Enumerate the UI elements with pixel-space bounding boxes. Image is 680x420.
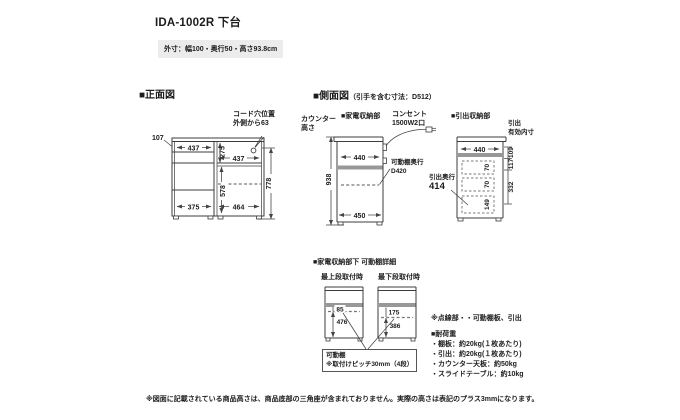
drawer-section-label: ■引出収納部 <box>451 113 491 120</box>
drawer-inner-dims-line2: 有効内寸 <box>508 128 534 136</box>
page-title: IDA-1002R 下台 <box>155 17 242 29</box>
front-dim-275: 275 <box>220 146 227 158</box>
shelf-top-below-476: 476 <box>337 319 348 326</box>
drawer-inner-dims-label: 引出 有効内寸 <box>508 120 534 137</box>
side-dim-938: 938 <box>326 174 333 186</box>
front-dim-375: 375 <box>188 204 200 211</box>
shelf-depth-label: 可動棚奥行 D420 <box>391 159 424 176</box>
outer-dimensions-badge: 外寸：幅100・奥行50・高さ93.8cm <box>158 40 284 58</box>
front-dim-464: 464 <box>233 204 245 211</box>
shelf-depth-line2: D420 <box>391 167 407 175</box>
outlet-socket-icon <box>382 143 387 151</box>
side-dim-450: 450 <box>354 213 366 220</box>
drawer-depth-label: 引出奥行 414 <box>429 174 455 191</box>
front-dim-107: 107 <box>152 135 164 142</box>
drawer-inner-149: 149 <box>484 199 491 210</box>
side-view-drawer-drawing: 440 70 70 149 109 117 332 <box>450 136 515 222</box>
front-dim-578: 578 <box>220 185 227 197</box>
notes-block: ※点線部・・可動棚板、引出 ■耐荷重 ・棚板：約20kg(１枚あたり) ・引出：… <box>431 314 524 380</box>
front-view-label: ■正面図 <box>139 90 176 101</box>
drawer-depth-line1: 引出奥行 <box>429 174 455 181</box>
outlet-label-line1: コンセント <box>392 111 427 118</box>
cord-hole-icon <box>250 147 257 154</box>
load-item-drawer: ・引出：約20kg(１枚あたり) <box>431 351 522 358</box>
dotted-line-note: ※点線部・・可動棚板、引出 <box>431 315 522 322</box>
plug-icon <box>420 126 436 133</box>
drawer-inner-dims-line1: 引出 <box>508 120 521 127</box>
load-item-shelf: ・棚板：約20kg(１枚あたり) <box>431 341 522 348</box>
front-dim-437-right: 437 <box>233 156 245 163</box>
counter-height-line2: 高さ <box>301 125 315 132</box>
appliance-section-label: ■家電収納部 <box>341 113 381 120</box>
side-dim-440-left: 440 <box>354 155 366 162</box>
drawer-depth-value: 414 <box>429 180 445 192</box>
front-view-drawing: 107 437 275 437 578 375 464 778 <box>152 135 275 220</box>
outlet-label-line2: 1500W2口 <box>392 120 426 127</box>
outlet-label: コンセント 1500W2口 <box>392 110 427 128</box>
bottom-disclaimer: ※図面に記載されている商品高さは、商品底部の三角座が含まれておりません。実際の高… <box>146 396 539 403</box>
shelf-pitch-line2: ※取付けピッチ30mm（4段） <box>326 360 414 368</box>
cord-hole-label-line2: 外側から63 <box>233 120 269 127</box>
drawer-face-109: 109 <box>508 147 515 158</box>
side-view-appliance-drawing: 440 450 938 <box>326 126 436 226</box>
shelf-pitch-line1: 可動棚 <box>326 352 346 359</box>
front-dim-778: 778 <box>266 178 273 190</box>
shelf-bottom-below-386: 386 <box>390 323 401 330</box>
shelf-bottom-above-175: 175 <box>389 309 400 316</box>
load-capacity-title: ■耐荷重 <box>431 331 457 338</box>
shelf-top-above-85: 85 <box>336 306 344 313</box>
shelf-depth-line1: 可動棚奥行 <box>391 159 424 166</box>
counter-height-label: カウンター 高さ <box>301 115 336 133</box>
drawer-inner-70b: 70 <box>484 181 491 189</box>
shelf-pitch-note-box: 可動棚 ※取付けピッチ30mm（4段） <box>322 349 418 372</box>
drawer-face-332: 332 <box>508 181 515 192</box>
cord-hole-label: コード穴位置 外側から63 <box>233 110 275 128</box>
side-dim-440-right: 440 <box>474 147 486 154</box>
drawer-inner-70a: 70 <box>484 164 491 172</box>
side-view-title: ■側面図 <box>313 91 350 102</box>
load-item-counter: ・カウンター天板：約50kg <box>431 361 517 368</box>
drawer-face-117: 117 <box>508 158 515 169</box>
front-dim-437-top: 437 <box>188 145 200 152</box>
side-view-label: ■側面図（引手を含む寸法：D512） <box>313 86 436 104</box>
cord-hole-label-line1: コード穴位置 <box>233 111 275 118</box>
counter-height-line1: カウンター <box>301 116 336 123</box>
shelf-detail-drawing: 85 476 175 386 <box>324 286 417 350</box>
shelf-detail-label: ■家電収納部下 可動棚詳細 <box>313 259 397 266</box>
side-view-subtitle: （引手を含む寸法：D512） <box>349 94 436 101</box>
shelf-top-position-label: 最上段取付時 <box>321 274 363 281</box>
load-item-slide-table: ・スライドテーブル：約10kg <box>431 371 524 378</box>
shelf-bottom-position-label: 最下段取付時 <box>378 274 420 281</box>
